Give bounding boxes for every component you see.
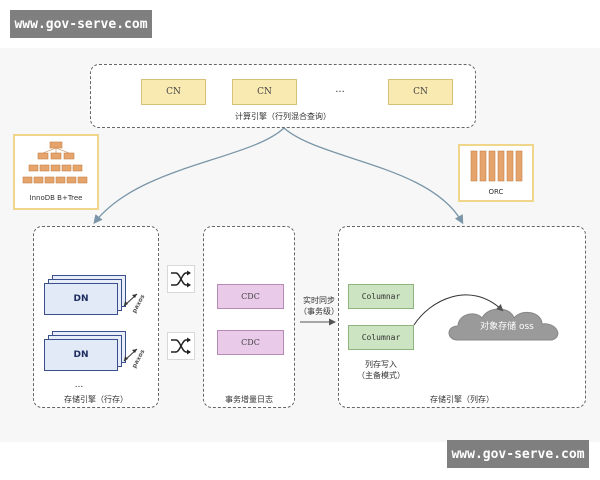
compute-ellipsis: ... [335, 84, 345, 95]
sync-label-line2: （事务级） [299, 307, 339, 316]
orc-columns-icon [470, 150, 523, 182]
watermark-bottom-text: www.gov-serve.com [451, 446, 585, 462]
watermark-top: www.gov-serve.com [10, 10, 152, 38]
shuffle-icon [171, 337, 191, 355]
dn-node-2: DN [44, 339, 118, 371]
row-storage-label: 存储引擎（行存） [64, 395, 128, 404]
orc-label: ORC [488, 188, 504, 196]
columnar-node-2-label: Columnar [361, 333, 401, 342]
watermark-bottom: www.gov-serve.com [447, 440, 589, 468]
columnar-node-2: Columnar [348, 325, 414, 350]
oss-label: 对象存储 oss [480, 322, 534, 332]
columnar-node-1-label: Columnar [361, 292, 401, 301]
cn-node-2: CN [232, 79, 297, 105]
shuffle-icon [171, 270, 191, 288]
innodb-box: InnoDB B+Tree [13, 134, 99, 210]
cn-node-1-label: CN [166, 87, 181, 97]
transaction-log-box [203, 226, 295, 408]
innodb-tree-icon [22, 141, 88, 184]
cdc-node-1-label: CDC [241, 292, 260, 301]
dn-node-1-label: DN [73, 294, 89, 304]
innodb-label: InnoDB B+Tree [29, 194, 83, 202]
orc-box: ORC [458, 144, 534, 202]
cdc-node-2-label: CDC [241, 338, 260, 347]
cn-node-2-label: CN [257, 87, 272, 97]
sync-label-line1: 实时同步 [303, 296, 335, 305]
cdc-node-2: CDC [217, 330, 284, 355]
dn-node-1: DN [44, 283, 118, 315]
shuffle-icon-1-box [167, 265, 195, 293]
column-write-label-line1: 列存写入 [365, 360, 397, 369]
column-storage-label: 存储引擎（列存） [430, 395, 494, 404]
cn-node-1: CN [141, 79, 206, 105]
watermark-top-text: www.gov-serve.com [14, 16, 148, 32]
compute-engine-label: 计算引擎（行列混合查询） [235, 112, 331, 121]
row-ellipsis: ... [74, 380, 84, 390]
cn-node-3: CN [388, 79, 453, 105]
paxos-label-2-wrap: paxos [126, 349, 156, 370]
columnar-node-1: Columnar [348, 284, 414, 309]
row-storage-box [33, 226, 159, 408]
bidirectional-arrow-icon [123, 348, 138, 362]
paxos-label-1-wrap: paxos [126, 294, 156, 315]
bidirectional-arrow-icon [123, 293, 138, 307]
dn-node-2-label: DN [73, 350, 89, 360]
column-write-label-line2: （主备模式） [357, 371, 405, 380]
cn-node-3-label: CN [413, 87, 428, 97]
cdc-node-1: CDC [217, 284, 284, 309]
shuffle-icon-2-box [167, 332, 195, 360]
transaction-log-label: 事务增量日志 [225, 395, 273, 404]
